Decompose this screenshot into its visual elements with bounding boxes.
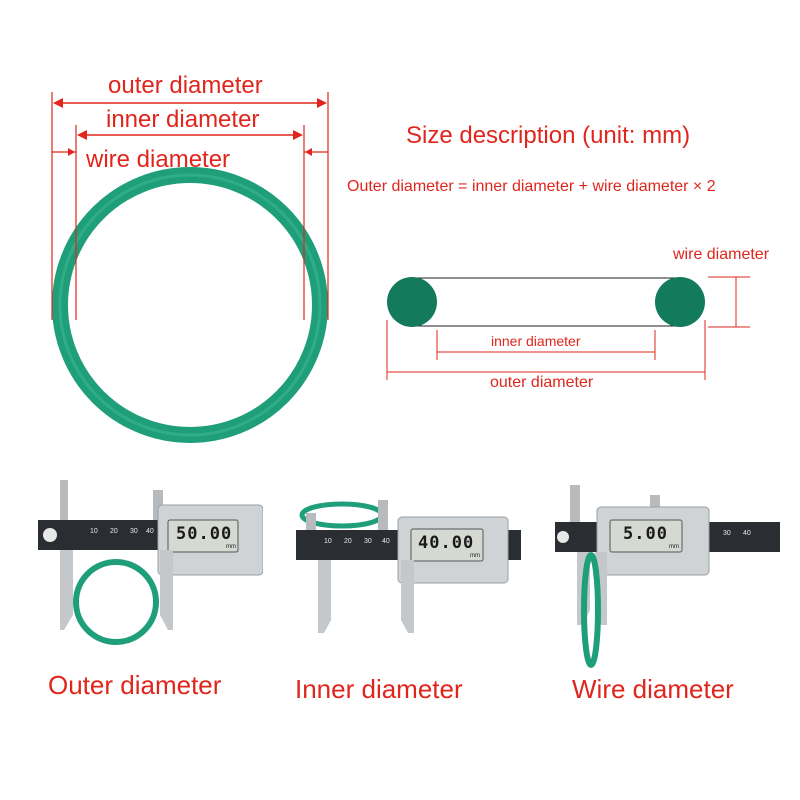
- cal1-tick-30: 30: [130, 528, 138, 535]
- caliper-outer-unit: mm: [226, 544, 236, 550]
- cal2-tick-20: 20: [344, 538, 352, 545]
- inner-arrow-left: [77, 130, 87, 140]
- caliper-inner-reading: 40.00: [418, 533, 475, 553]
- cs-left-circle: [387, 277, 437, 327]
- inner-arrow-right: [293, 130, 303, 140]
- caption-outer-diameter: Outer diameter: [48, 670, 222, 700]
- cal3-tick-40: 40: [743, 530, 751, 537]
- cs-outer-label: outer diameter: [490, 374, 594, 391]
- cal3-tick-30: 30: [723, 530, 731, 537]
- cal1-tick-10: 10: [90, 528, 98, 535]
- size-description-title: Size description (unit: mm): [406, 122, 691, 149]
- caliper-wire-drawing: [555, 485, 780, 668]
- outer-diameter-label: outer diameter: [108, 72, 263, 99]
- inner-diameter-label: inner diameter: [106, 106, 260, 133]
- caliper-inner-drawing: [296, 500, 521, 633]
- caliper-outer-drawing: [38, 480, 263, 645]
- caliper-inner-panel: 10 20 30 40 40.00 mm: [296, 495, 521, 645]
- cal1-tick-20: 20: [110, 528, 118, 535]
- caliper-wire-panel: 30 40 5.00 mm: [555, 480, 780, 670]
- wire-right-arrow: [305, 148, 312, 156]
- oring-diagram: outer diameter inner diameter wire diame…: [0, 0, 360, 460]
- outer-arrow-left: [53, 98, 63, 108]
- caliper-outer-reading: 50.00: [176, 524, 233, 544]
- caliper-wire-unit: mm: [669, 544, 679, 550]
- caliper-outer-panel: 10 20 30 40 50.00 mm: [38, 480, 263, 650]
- caption-wire-diameter: Wire diameter: [572, 674, 734, 704]
- caliper-inner-unit: mm: [470, 553, 480, 559]
- caliper-wire-ring: [581, 552, 601, 668]
- wire-left-arrow: [68, 148, 75, 156]
- outer-arrow-right: [317, 98, 327, 108]
- cs-wire-label: wire diameter: [673, 246, 770, 263]
- oring-highlight: [58, 173, 322, 437]
- cs-inner-label: inner diameter: [491, 333, 581, 349]
- cal2-tick-30: 30: [364, 538, 372, 545]
- cs-right-circle: [655, 277, 705, 327]
- oring-drawing: [51, 92, 329, 443]
- cross-section-diagram: wire diameter inner diameter outer diame…: [370, 230, 800, 410]
- caption-inner-diameter: Inner diameter: [295, 674, 463, 704]
- size-formula: Outer diameter = inner diameter + wire d…: [347, 178, 716, 195]
- wire-diameter-label: wire diameter: [86, 146, 231, 173]
- cross-section-drawing: [386, 276, 750, 380]
- cal1-tick-40: 40: [146, 528, 154, 535]
- caliper-outer-ring: [73, 559, 159, 645]
- cal2-tick-40: 40: [382, 538, 390, 545]
- cal2-tick-10: 10: [324, 538, 332, 545]
- caliper-wire-reading: 5.00: [623, 524, 668, 544]
